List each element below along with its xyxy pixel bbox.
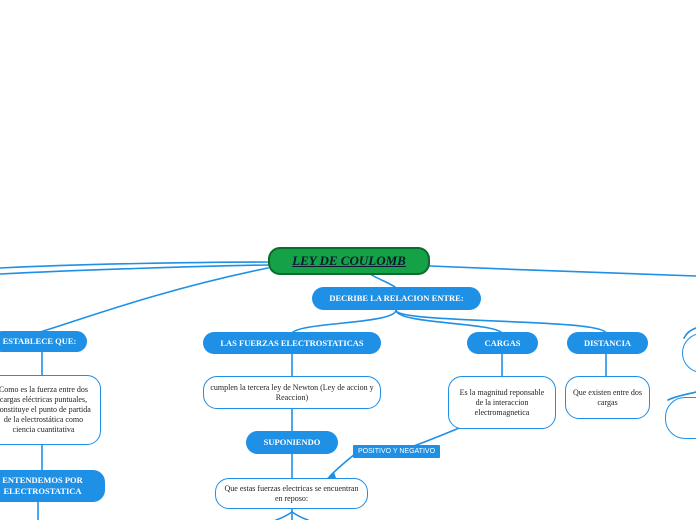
- node-cumplen[interactable]: cumplen la tercera ley de Newton (Ley de…: [203, 376, 381, 409]
- node-distancia-label: DISTANCIA: [583, 337, 632, 348]
- node-entendemos[interactable]: ENTENDEMOS POR ELECTROSTATICA: [0, 470, 105, 502]
- node-suponiendo-label: SUPONIENDO: [263, 437, 321, 448]
- node-como-es[interactable]: Como es la fuerza entre dos cargas eléct…: [0, 375, 101, 445]
- relationship-label-text: POSITIVO Y NEGATIVO: [358, 448, 436, 455]
- node-entendemos-label: ENTENDEMOS POR ELECTROSTATICA: [2, 475, 83, 496]
- central-topic-label: LEY DE COULOMB: [292, 252, 406, 268]
- node-establece-label: ESTABLECE QUE:: [2, 336, 77, 347]
- node-suponiendo[interactable]: SUPONIENDO: [246, 431, 338, 454]
- node-cargas[interactable]: CARGAS: [467, 332, 538, 354]
- node-fuerzas-label: LAS FUERZAS ELECTROSTATICAS: [220, 337, 364, 348]
- node-establece[interactable]: ESTABLECE QUE:: [0, 331, 87, 352]
- node-como-es-text: Como es la fuerza entre dos cargas eléct…: [0, 385, 91, 434]
- node-describe[interactable]: DECRIBE LA RELACION ENTRE:: [312, 287, 481, 310]
- node-fuerzas[interactable]: LAS FUERZAS ELECTROSTATICAS: [203, 332, 381, 354]
- node-es-magnitud[interactable]: Es la magnitud reponsable de la interacc…: [448, 376, 556, 429]
- node-que-existen-text: Que existen entre dos cargas: [572, 387, 643, 407]
- node-cargas-label: CARGAS: [484, 337, 521, 348]
- central-topic[interactable]: LEY DE COULOMB: [268, 247, 430, 275]
- node-que-estas-text: Que estas fuerzas electricas se encuentr…: [224, 483, 359, 503]
- relationship-label-positivo[interactable]: POSITIVO Y NEGATIVO: [353, 445, 441, 458]
- node-que-existen[interactable]: Que existen entre dos cargas: [565, 376, 650, 419]
- node-es-magnitud-text: Es la magnitud reponsable de la interacc…: [459, 387, 545, 417]
- node-distancia[interactable]: DISTANCIA: [567, 332, 648, 354]
- node-offscreen-right-2[interactable]: [665, 397, 696, 439]
- node-describe-label: DECRIBE LA RELACION ENTRE:: [329, 293, 464, 304]
- node-cumplen-text: cumplen la tercera ley de Newton (Ley de…: [210, 382, 374, 402]
- node-que-estas[interactable]: Que estas fuerzas electricas se encuentr…: [215, 478, 368, 509]
